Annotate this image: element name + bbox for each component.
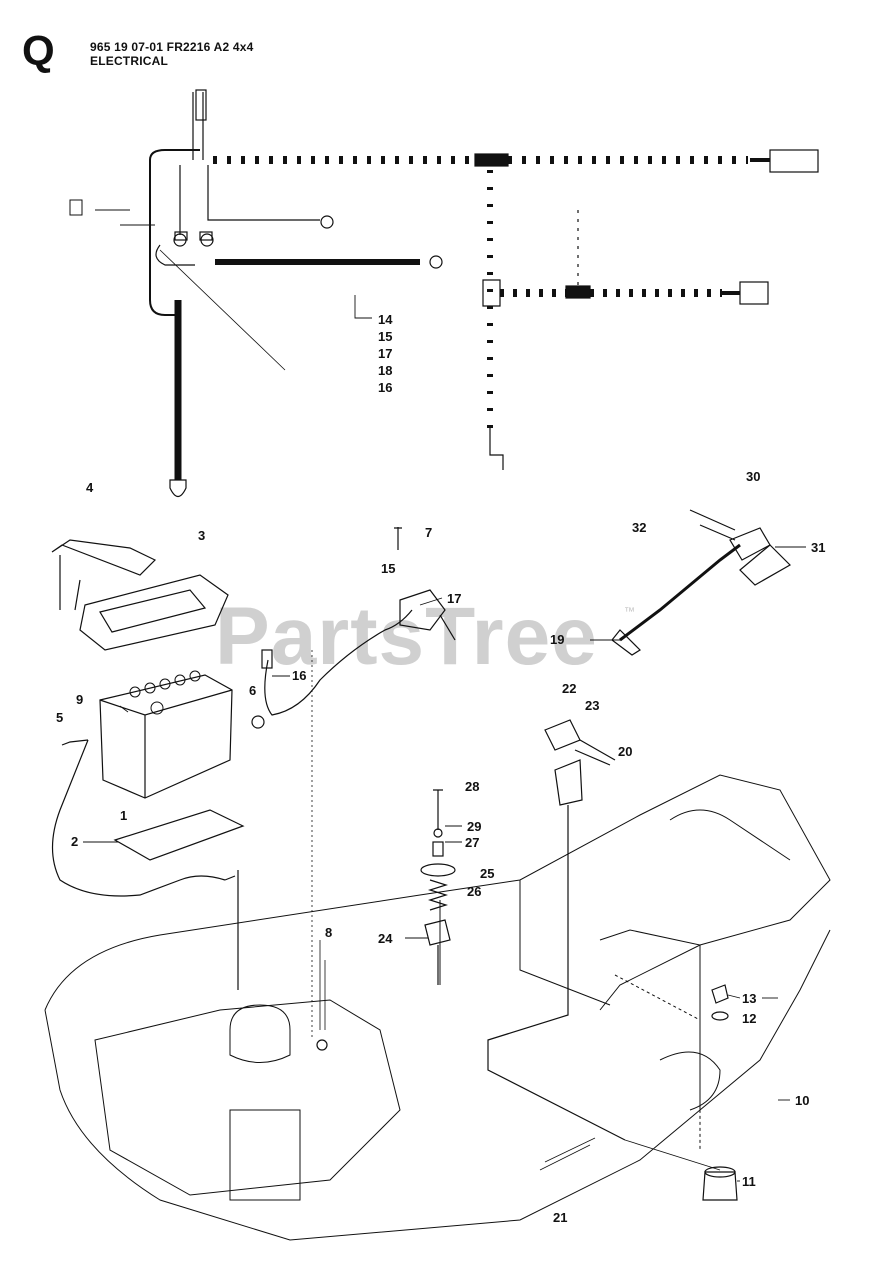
callout-16-lower[interactable]: 16 <box>292 668 307 683</box>
callout-31[interactable]: 31 <box>811 540 826 555</box>
callout-14[interactable]: 14 <box>378 312 393 327</box>
callout-13[interactable]: 13 <box>742 991 757 1006</box>
callout-20[interactable]: 20 <box>618 744 633 759</box>
watermark: PartsTree <box>215 591 598 682</box>
callout-8[interactable]: 8 <box>325 925 333 940</box>
leader-lines <box>83 295 806 1182</box>
callout-15[interactable]: 15 <box>378 329 393 344</box>
sensor-wire-assembly <box>611 509 791 656</box>
callout-17[interactable]: 17 <box>378 346 393 361</box>
callout-7[interactable]: 7 <box>425 525 433 540</box>
wiring-harness <box>69 89 819 498</box>
callout-16[interactable]: 16 <box>378 380 393 395</box>
callout-4[interactable]: 4 <box>86 480 94 495</box>
callout-12[interactable]: 12 <box>742 1011 757 1026</box>
callout-1[interactable]: 1 <box>120 808 128 823</box>
callout-25[interactable]: 25 <box>480 866 495 881</box>
callout-17-lower[interactable]: 17 <box>447 591 462 606</box>
callout-3[interactable]: 3 <box>198 528 206 543</box>
callout-2[interactable]: 2 <box>71 834 79 849</box>
switch-and-bracket <box>487 719 626 1141</box>
cable-and-fasteners <box>261 527 456 1040</box>
callout-6[interactable]: 6 <box>249 683 257 698</box>
misc-parts <box>316 940 738 1201</box>
callout-9[interactable]: 9 <box>76 692 84 707</box>
callout-30[interactable]: 30 <box>746 469 761 484</box>
callout-5[interactable]: 5 <box>56 710 64 725</box>
callout-32[interactable]: 32 <box>632 520 647 535</box>
section-title: ELECTRICAL <box>90 54 168 68</box>
callout-11[interactable]: 11 <box>742 1174 756 1189</box>
callout-10[interactable]: 10 <box>795 1093 810 1108</box>
pin-stack <box>420 789 456 985</box>
part-number-title: 965 19 07-01 FR2216 A2 4x4 <box>90 40 254 54</box>
callout-19[interactable]: 19 <box>550 632 565 647</box>
callout-29[interactable]: 29 <box>467 819 482 834</box>
battery-assembly <box>51 539 265 990</box>
callout-27[interactable]: 27 <box>465 835 480 850</box>
section-letter: Q <box>22 27 55 74</box>
callout-22[interactable]: 22 <box>562 681 577 696</box>
callout-26[interactable]: 26 <box>467 884 482 899</box>
callout-24[interactable]: 24 <box>378 931 393 946</box>
watermark-trademark: ™ <box>624 606 635 618</box>
callout-21[interactable]: 21 <box>553 1210 568 1225</box>
callout-23[interactable]: 23 <box>585 698 600 713</box>
tractor-frame <box>44 774 831 1241</box>
callout-28[interactable]: 28 <box>465 779 480 794</box>
callout-18[interactable]: 18 <box>378 363 393 378</box>
callout-15-lower[interactable]: 15 <box>381 561 396 576</box>
